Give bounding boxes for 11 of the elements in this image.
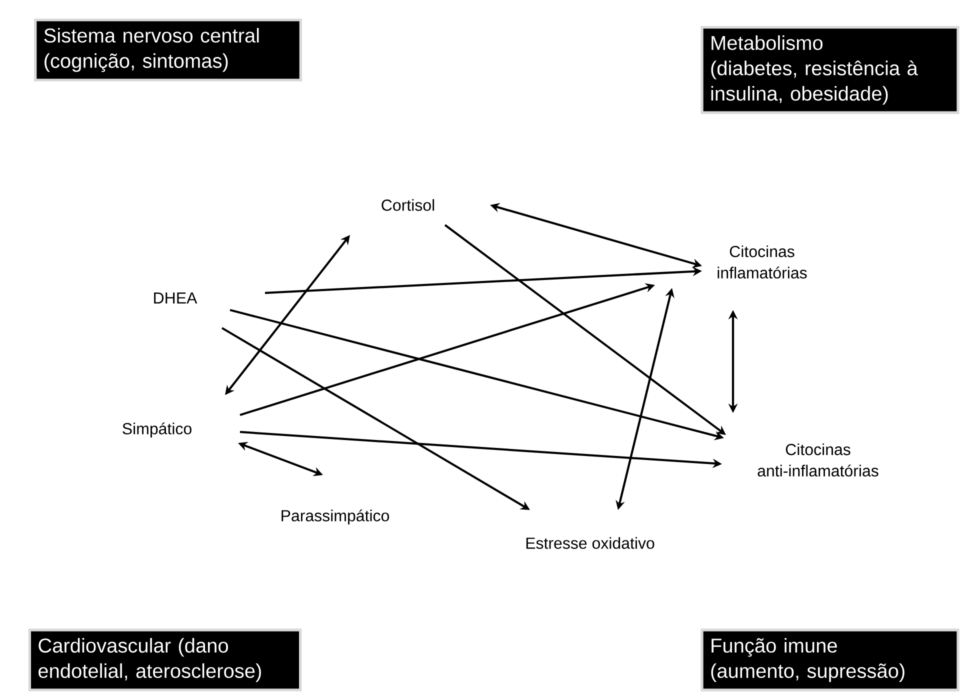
label-box: Função imune (aumento, supressão) [700,628,960,692]
node-label: DHEA [154,292,198,304]
label-box: Sistema nervoso central (cognição, sintomas) [34,18,302,82]
node-label: Citocinas inflamatórias [718,245,807,279]
node-label: Simpático [122,422,192,438]
node-label: Cortisol [382,199,434,211]
node-label: Citocinas anti-inflamatórias [758,443,878,477]
node-label: Parassimpático [282,509,389,525]
label-box: Cardiovascular (dano endotelial, aterosclerose) [28,628,302,692]
label-box: Metabolismo (diabetes, resistência à insulina, obesidade) [700,26,960,114]
node-label: Estresse oxidativo [526,537,654,549]
